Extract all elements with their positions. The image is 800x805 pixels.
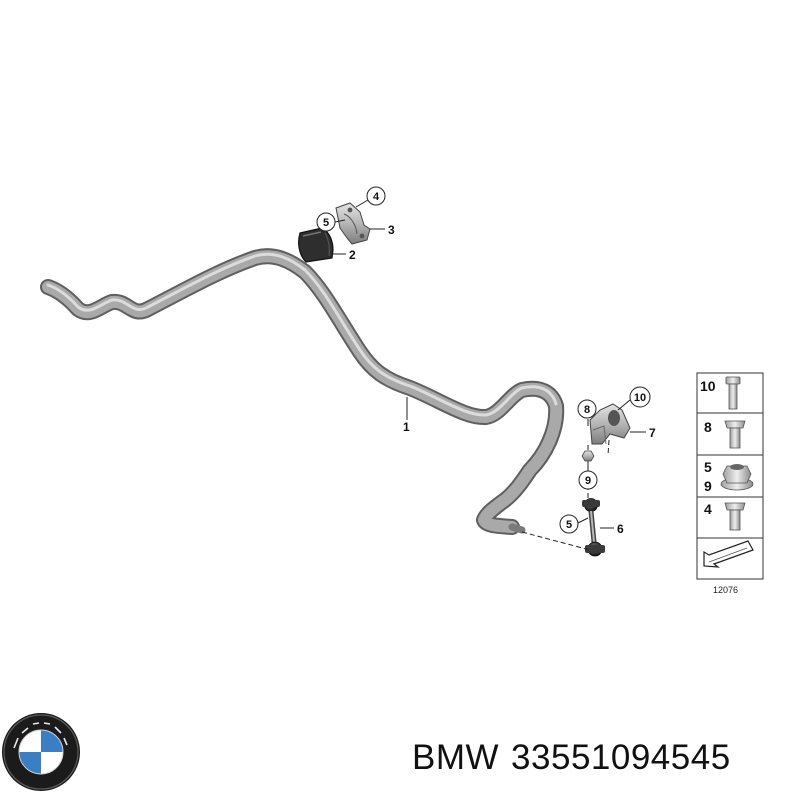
legend-row-10: 10	[700, 376, 741, 410]
callout-3-label: 3	[388, 223, 395, 237]
legend-row-5-9: 5 9	[704, 459, 754, 494]
link-bracket	[589, 403, 631, 445]
callout-1-label: 1	[403, 420, 410, 434]
callout-9: 9	[578, 470, 598, 490]
callout-3: 3	[370, 223, 395, 237]
callout-2: 2	[332, 248, 356, 262]
stabilizer-bar	[40, 248, 565, 535]
screw-icon-4	[724, 502, 746, 531]
callout-6-label: 6	[617, 522, 624, 536]
legend-label-10: 10	[700, 378, 716, 394]
callout-7: 7	[630, 426, 656, 440]
legend-label-4: 4	[704, 501, 712, 517]
callout-5a-label: 5	[323, 217, 329, 229]
callout-7-label: 7	[649, 426, 656, 440]
callout-2-label: 2	[349, 248, 356, 262]
bolt-icon	[725, 376, 741, 410]
stabilizer-bracket	[335, 202, 371, 245]
nut-icon	[720, 464, 754, 491]
callout-8: 8	[577, 399, 597, 426]
callout-9-label: 9	[585, 475, 591, 487]
nut-9	[581, 450, 595, 462]
callout-10-label: 10	[634, 392, 646, 404]
coupling-rod	[582, 498, 605, 557]
legend-label-9: 9	[704, 478, 712, 494]
direction-arrow-icon	[703, 540, 754, 568]
callout-4-label: 4	[373, 191, 380, 203]
callout-8-label: 8	[584, 404, 590, 416]
diagram-id: 12076	[713, 585, 738, 595]
brand-name: BMW	[412, 738, 500, 777]
rubber-bushing	[298, 227, 334, 263]
part-number: 33551094545	[511, 738, 731, 777]
callout-5-top: 5	[316, 212, 346, 232]
callout-5b-label: 5	[566, 519, 572, 531]
legend-row-4: 4	[704, 501, 746, 531]
callout-6: 6	[600, 522, 624, 536]
legend-label-5: 5	[704, 459, 712, 475]
screw-icon	[724, 420, 746, 449]
bmw-logo-icon	[2, 713, 80, 791]
callout-4: 4	[355, 186, 386, 208]
legend-label-8: 8	[704, 419, 712, 435]
part-caption: BMW 33551094545	[412, 738, 743, 778]
callout-1: 1	[403, 397, 410, 434]
hardware-legend: 10 8 5 9 4	[696, 372, 764, 580]
callout-5-bottom: 5	[559, 514, 589, 534]
callout-10: 10	[617, 386, 651, 411]
legend-row-8: 8	[704, 419, 746, 449]
